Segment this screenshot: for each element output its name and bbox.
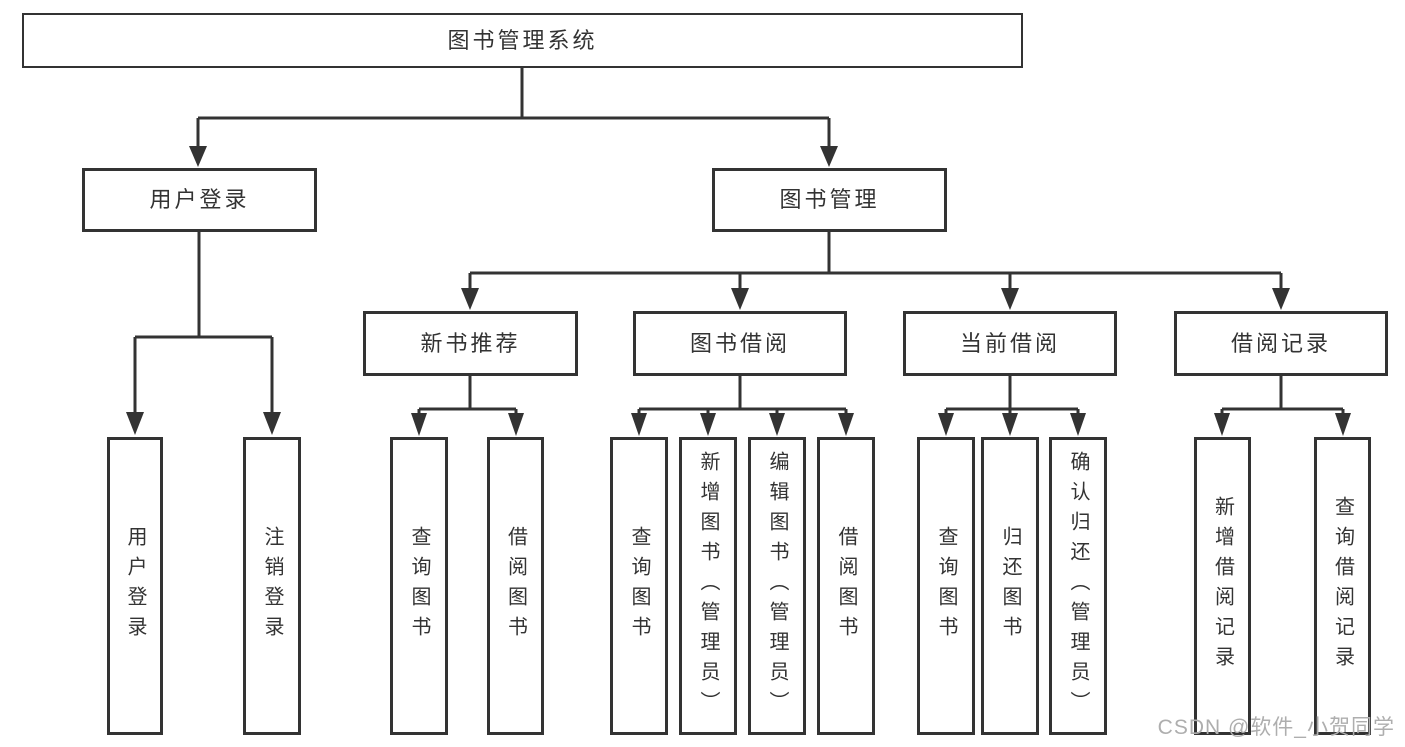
node-label: 查询图书: [408, 526, 430, 646]
node-label: 查询借阅记录: [1331, 496, 1354, 676]
node-new-book-recommendation: 新书推荐: [363, 311, 578, 376]
leaf-user-login: 用户登录: [107, 437, 163, 735]
node-label: 用户登录: [124, 526, 146, 646]
node-label: 图书管理系统: [447, 27, 598, 53]
leaf-borrow-add-books-admin: 新增图书（管理员）: [679, 437, 737, 735]
node-label: 图书管理: [779, 187, 880, 212]
node-label: 新增图书（管理员）: [697, 451, 719, 721]
node-label: 当前借阅: [959, 330, 1060, 356]
leaf-current-return-books: 归还图书: [981, 437, 1039, 735]
leaf-records-add-record: 新增借阅记录: [1194, 437, 1251, 735]
node-label: 查询图书: [628, 526, 650, 646]
node-label: 用户登录: [149, 187, 250, 212]
node-label: 编辑图书（管理员）: [766, 451, 788, 721]
node-label: 借阅图书: [504, 526, 527, 646]
leaf-newbooks-borrow-books: 借阅图书: [487, 437, 544, 735]
node-label: 借阅图书: [835, 526, 857, 646]
leaf-current-confirm-return-admin: 确认归还（管理员）: [1049, 437, 1107, 735]
node-label: 借阅记录: [1230, 330, 1331, 356]
leaf-current-query-books: 查询图书: [917, 437, 975, 735]
leaf-records-query-record: 查询借阅记录: [1314, 437, 1371, 735]
node-user-login: 用户登录: [82, 168, 317, 232]
node-library-management-system: 图书管理系统: [22, 13, 1023, 68]
node-label: 新书推荐: [420, 330, 521, 356]
node-label: 新增借阅记录: [1211, 496, 1234, 676]
node-borrowing-records: 借阅记录: [1174, 311, 1388, 376]
node-label: 注销登录: [261, 526, 283, 646]
node-book-borrowing: 图书借阅: [633, 311, 847, 376]
leaf-borrow-query-books: 查询图书: [610, 437, 668, 735]
leaf-borrow-edit-books-admin: 编辑图书（管理员）: [748, 437, 806, 735]
node-current-borrowing: 当前借阅: [903, 311, 1117, 376]
csdn-watermark: CSDN @软件_小贺同学: [1157, 716, 1395, 739]
leaf-newbooks-query-books: 查询图书: [390, 437, 448, 735]
node-label: 查询图书: [935, 526, 957, 646]
leaf-logout: 注销登录: [243, 437, 301, 735]
node-label: 确认归还（管理员）: [1067, 451, 1089, 721]
node-label: 归还图书: [999, 526, 1021, 646]
node-book-management: 图书管理: [712, 168, 947, 232]
node-label: 图书借阅: [689, 330, 790, 356]
leaf-borrow-borrow-books: 借阅图书: [817, 437, 875, 735]
